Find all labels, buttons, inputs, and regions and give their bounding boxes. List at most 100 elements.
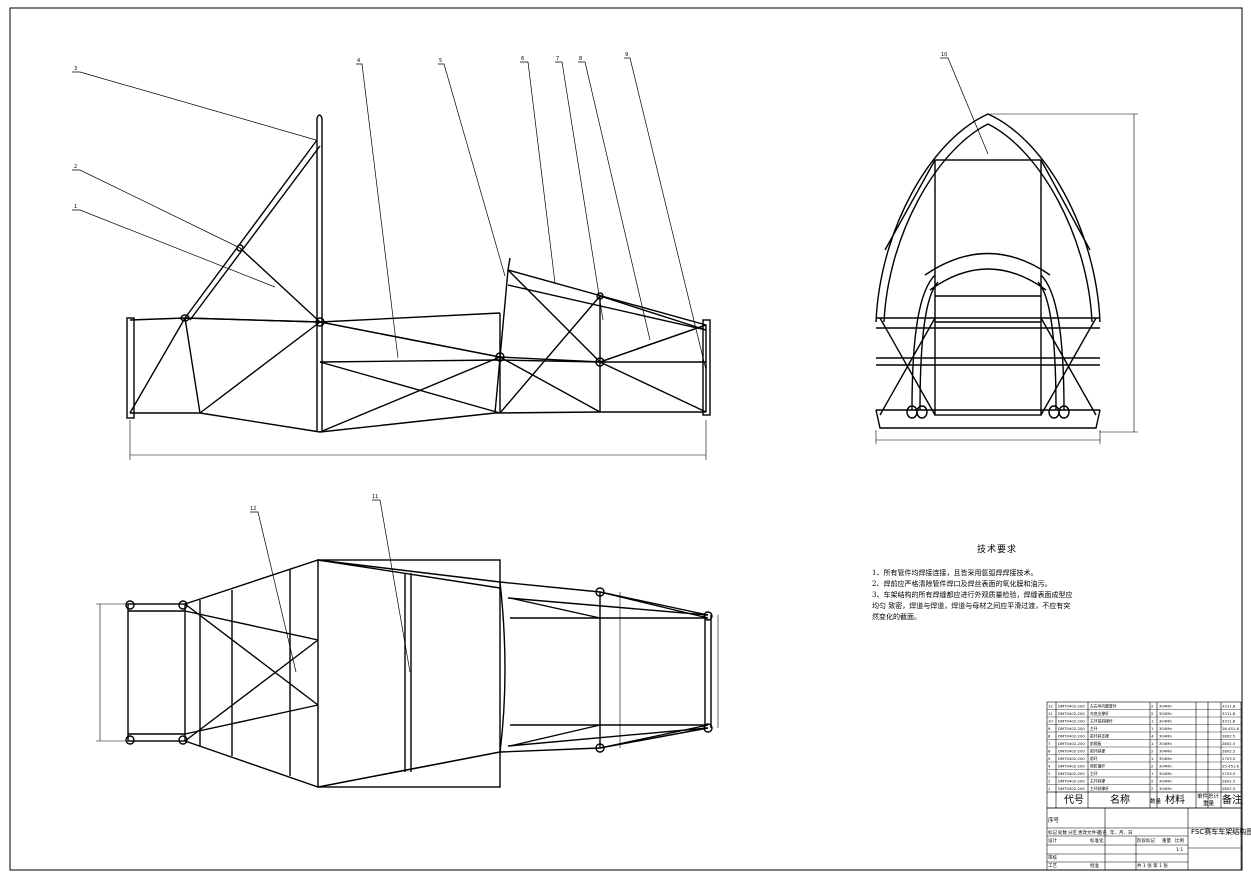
bom-cell-qty: 1 (1151, 741, 1154, 746)
bom-cell-code: DMT0402-200 (1058, 749, 1085, 754)
tb-change-doc: 更改文件号 (1078, 829, 1101, 836)
callout-12: 12 (250, 506, 256, 512)
callout-5: 5 (439, 58, 442, 64)
tb-sign: 签名 (1098, 829, 1107, 836)
bom-cell-code: DMT0402-200 (1058, 779, 1085, 784)
bom-cell-wt: 3311.8 (1222, 711, 1236, 716)
bom-cell-code: DMT0402-200 (1058, 711, 1085, 716)
bom-cell-mat: 304Mn (1159, 711, 1173, 716)
bom-cell-name: 前环斜撑 (1090, 749, 1105, 754)
bom-cell-wt: 3311.8 (1222, 719, 1236, 724)
bom-header-wt: 重量 (1203, 799, 1215, 807)
bom-cell-code: DMT0402-200 (1058, 704, 1085, 709)
bom-cell-no: 6 (1048, 749, 1051, 754)
bom-cell-qty: 2 (1151, 711, 1154, 716)
bom-cell-qty: 2 (1151, 704, 1154, 709)
bom-cell-wt: 2802.5 (1222, 779, 1236, 784)
callout-4: 4 (357, 58, 360, 64)
tb-scale: 比例 (1175, 837, 1184, 844)
bom-cell-name: 车底支撑杆 (1090, 711, 1109, 716)
bom-cell-code: DMT0402-200 (1058, 764, 1085, 769)
bom-cell-no: 9 (1048, 726, 1051, 731)
bom-cell-wt: 2703.5 (1222, 756, 1236, 761)
tb-count: 处数 (1058, 829, 1067, 836)
tech-line: 均匀 致密，焊道与焊道，焊道与母材之间应平滑过渡，不应有突 (872, 602, 1071, 610)
bom-cell-no: 8 (1048, 734, 1051, 739)
bom-cell-qty: 1 (1151, 719, 1154, 724)
bom-cell-name: 主环斜撑杆 (1090, 786, 1109, 791)
bom-cell-mat: 304Mn (1159, 771, 1173, 776)
tb-sheet: 共 1 张 第 1 张 (1137, 862, 1168, 869)
top-view (96, 559, 719, 788)
top-view-leaders (250, 499, 411, 673)
bom-cell-no: 12 (1048, 704, 1053, 709)
tech-line: 1、所有管件均焊接连接，且皆采用氩弧焊焊接技术。 (872, 569, 1038, 577)
tb-designer: 设计 (1048, 837, 1057, 844)
bom-cell-no: 3 (1048, 771, 1051, 776)
bom-cell-wt: 25.451.6 (1222, 764, 1239, 769)
bom-cell-wt: 2703.5 (1222, 771, 1236, 776)
bom-cell-no: 4 (1048, 764, 1051, 769)
bom-header-code: 代号 (1064, 794, 1084, 806)
bom-cell-code: DMT0402-200 (1058, 756, 1085, 761)
tb-weight: 重量 (1162, 837, 1171, 844)
bom-cell-no: 10 (1048, 719, 1053, 724)
bom-cell-qty: 2 (1151, 779, 1154, 784)
bom-cell-name: 主环前斜撑杆 (1090, 719, 1113, 724)
bom-cell-code: DMT0402-200 (1058, 771, 1085, 776)
tech-line: 2、焊前应严格清除管件焊口及焊丝表面的氧化膜和油污。 (872, 580, 1052, 588)
callout-7: 7 (556, 56, 559, 62)
bom-cell-name: 前隔板 (1090, 741, 1102, 746)
tb-approve: 批准 (1090, 862, 1099, 869)
bom-cell-no: 1 (1048, 786, 1051, 791)
callout-8: 8 (579, 56, 582, 62)
bom-cell-no: 5 (1048, 756, 1051, 761)
bom-cell-qty: 4 (1151, 734, 1154, 739)
callout-11: 11 (372, 494, 378, 500)
bom-cell-mat: 304Mn (1159, 741, 1173, 746)
bom-header-wt-single: 单件 (1197, 792, 1209, 800)
bom-cell-qty: 2 (1151, 749, 1154, 754)
bom-cell-wt: 26.451.6 (1222, 726, 1239, 731)
bom-cell-no: 2 (1048, 779, 1051, 784)
tech-line: 3、车架结构的所有焊缝都应进行外观质量检验，焊缝表面成型应 (872, 591, 1073, 599)
callout-6: 6 (521, 56, 524, 62)
bom-cell-name: 主环斜撑 (1090, 779, 1105, 784)
bom-cell-wt: 2802.5 (1222, 734, 1236, 739)
bom-header-name: 名称 (1110, 793, 1130, 806)
drawing-title: FSC赛车车架结构图 (1191, 827, 1251, 836)
bom-cell-wt: 3311.8 (1222, 704, 1236, 709)
bom-cell-name: 主环 (1090, 771, 1098, 776)
bom-cell-mat: 304Mn (1159, 704, 1173, 709)
side-view-leaders (72, 57, 707, 371)
bom-cell-code: DMT0402-200 (1058, 741, 1085, 746)
callout-9: 9 (625, 52, 628, 58)
bom-cell-name: 左右纵向圆管件 (1090, 704, 1117, 709)
bom-cell-mat: 304Mn (1159, 786, 1173, 791)
tb-standard: 标准化 (1090, 837, 1104, 844)
bom-cell-mat: 304Mn (1159, 734, 1173, 739)
technical-requirements: 技术要求 1、所有管件均焊接连接，且皆采用氩弧焊焊接技术。 2、焊前应严格清除管… (872, 545, 1122, 623)
bom-cell-wt: 2802.5 (1222, 741, 1236, 746)
tb-stage: 阶段标记 (1137, 837, 1155, 844)
bom-cell-mat: 304Mn (1159, 756, 1173, 761)
title-block (1046, 807, 1242, 871)
tb-date: 年、月、日 (1110, 829, 1133, 836)
bom-cell-mat: 304Mn (1159, 719, 1173, 724)
bom-cell-mat: 304Mn (1159, 726, 1173, 731)
bom-cell-qty: 1 (1151, 756, 1154, 761)
bom-cell-wt: 2802.5 (1222, 786, 1236, 791)
bom-header-mat: 材料 (1165, 793, 1185, 806)
bom-header-no: 序号 (1048, 816, 1060, 824)
bom-cell-mat: 304Mn (1159, 764, 1173, 769)
tech-requirements-title: 技术要求 (976, 545, 1017, 555)
bom-cell-no: 11 (1048, 711, 1053, 716)
bom-cell-code: DMT0402-200 (1058, 734, 1085, 739)
bom-cell-no: 7 (1048, 741, 1051, 746)
side-view (126, 114, 711, 460)
tb-zone: 分区 (1068, 829, 1077, 836)
bom-cell-qty: 2 (1151, 786, 1154, 791)
